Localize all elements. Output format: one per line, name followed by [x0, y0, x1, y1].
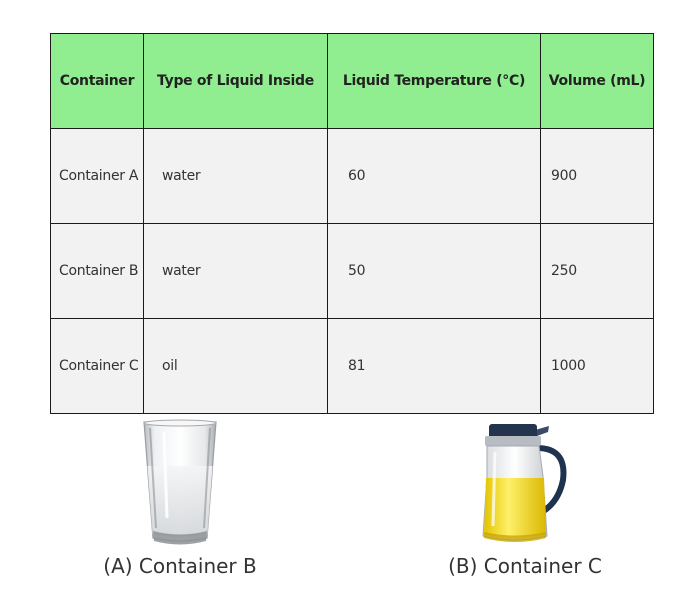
header-liquid-temperature: Liquid Temperature (°C) — [327, 33, 541, 129]
cell-volume: 1000 — [540, 318, 654, 414]
cell-liquid-type: water — [143, 223, 328, 319]
cell-volume: 900 — [540, 128, 654, 224]
cell-container: Container A — [50, 128, 144, 224]
table-row: Container B water 50 250 — [50, 223, 654, 319]
figure-container-b: (A) Container B — [80, 418, 280, 578]
figure-caption: (A) Container B — [103, 554, 257, 578]
table-row: Container A water 60 900 — [50, 128, 654, 224]
cell-temperature: 81 — [327, 318, 541, 414]
cell-temperature: 60 — [327, 128, 541, 224]
cell-liquid-type: oil — [143, 318, 328, 414]
water-glass-icon — [143, 419, 217, 545]
header-volume: Volume (mL) — [540, 33, 654, 129]
cell-container: Container C — [50, 318, 144, 414]
header-container: Container — [50, 33, 144, 129]
cell-temperature: 50 — [327, 223, 541, 319]
cell-container: Container B — [50, 223, 144, 319]
cell-volume: 250 — [540, 223, 654, 319]
table-header-row: Container Type of Liquid Inside Liquid T… — [50, 33, 654, 129]
cell-liquid-type: water — [143, 128, 328, 224]
oil-dispenser-icon — [482, 424, 567, 542]
header-liquid-type: Type of Liquid Inside — [143, 33, 328, 129]
figure-caption: (B) Container C — [448, 554, 602, 578]
figure-container-c: (B) Container C — [420, 418, 630, 578]
liquid-containers-table: Container Type of Liquid Inside Liquid T… — [50, 33, 654, 414]
table-row: Container C oil 81 1000 — [50, 318, 654, 414]
